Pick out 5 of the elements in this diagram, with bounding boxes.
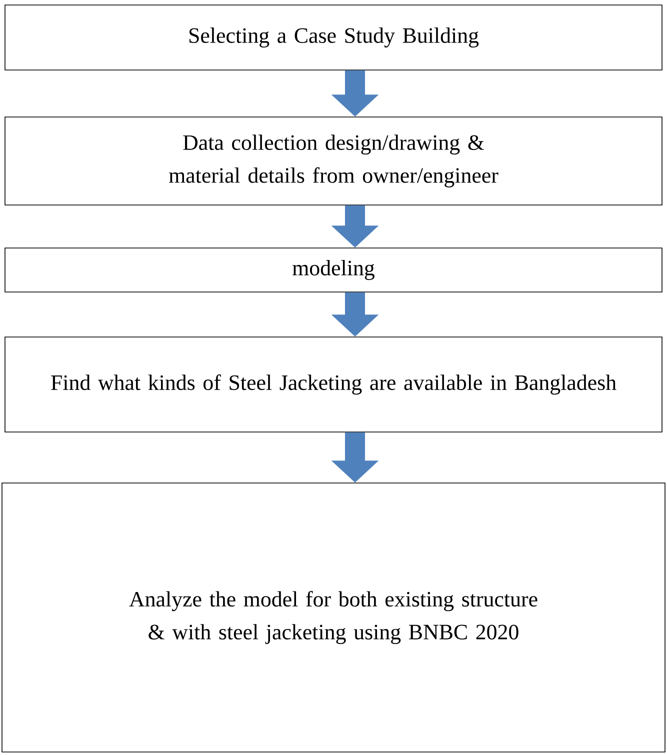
process-box: Analyze the model for both existing structure & with steel jacketing using BNBC 2020 <box>2 482 666 752</box>
process-box: Selecting a Case Study Building <box>4 4 662 70</box>
process-box: Data collection design/drawing & material details from owner/engineer <box>4 116 662 206</box>
process-box: Find what kinds of Steel Jacketing are available in Bangladesh <box>4 336 662 432</box>
process-box: modeling <box>4 248 662 292</box>
